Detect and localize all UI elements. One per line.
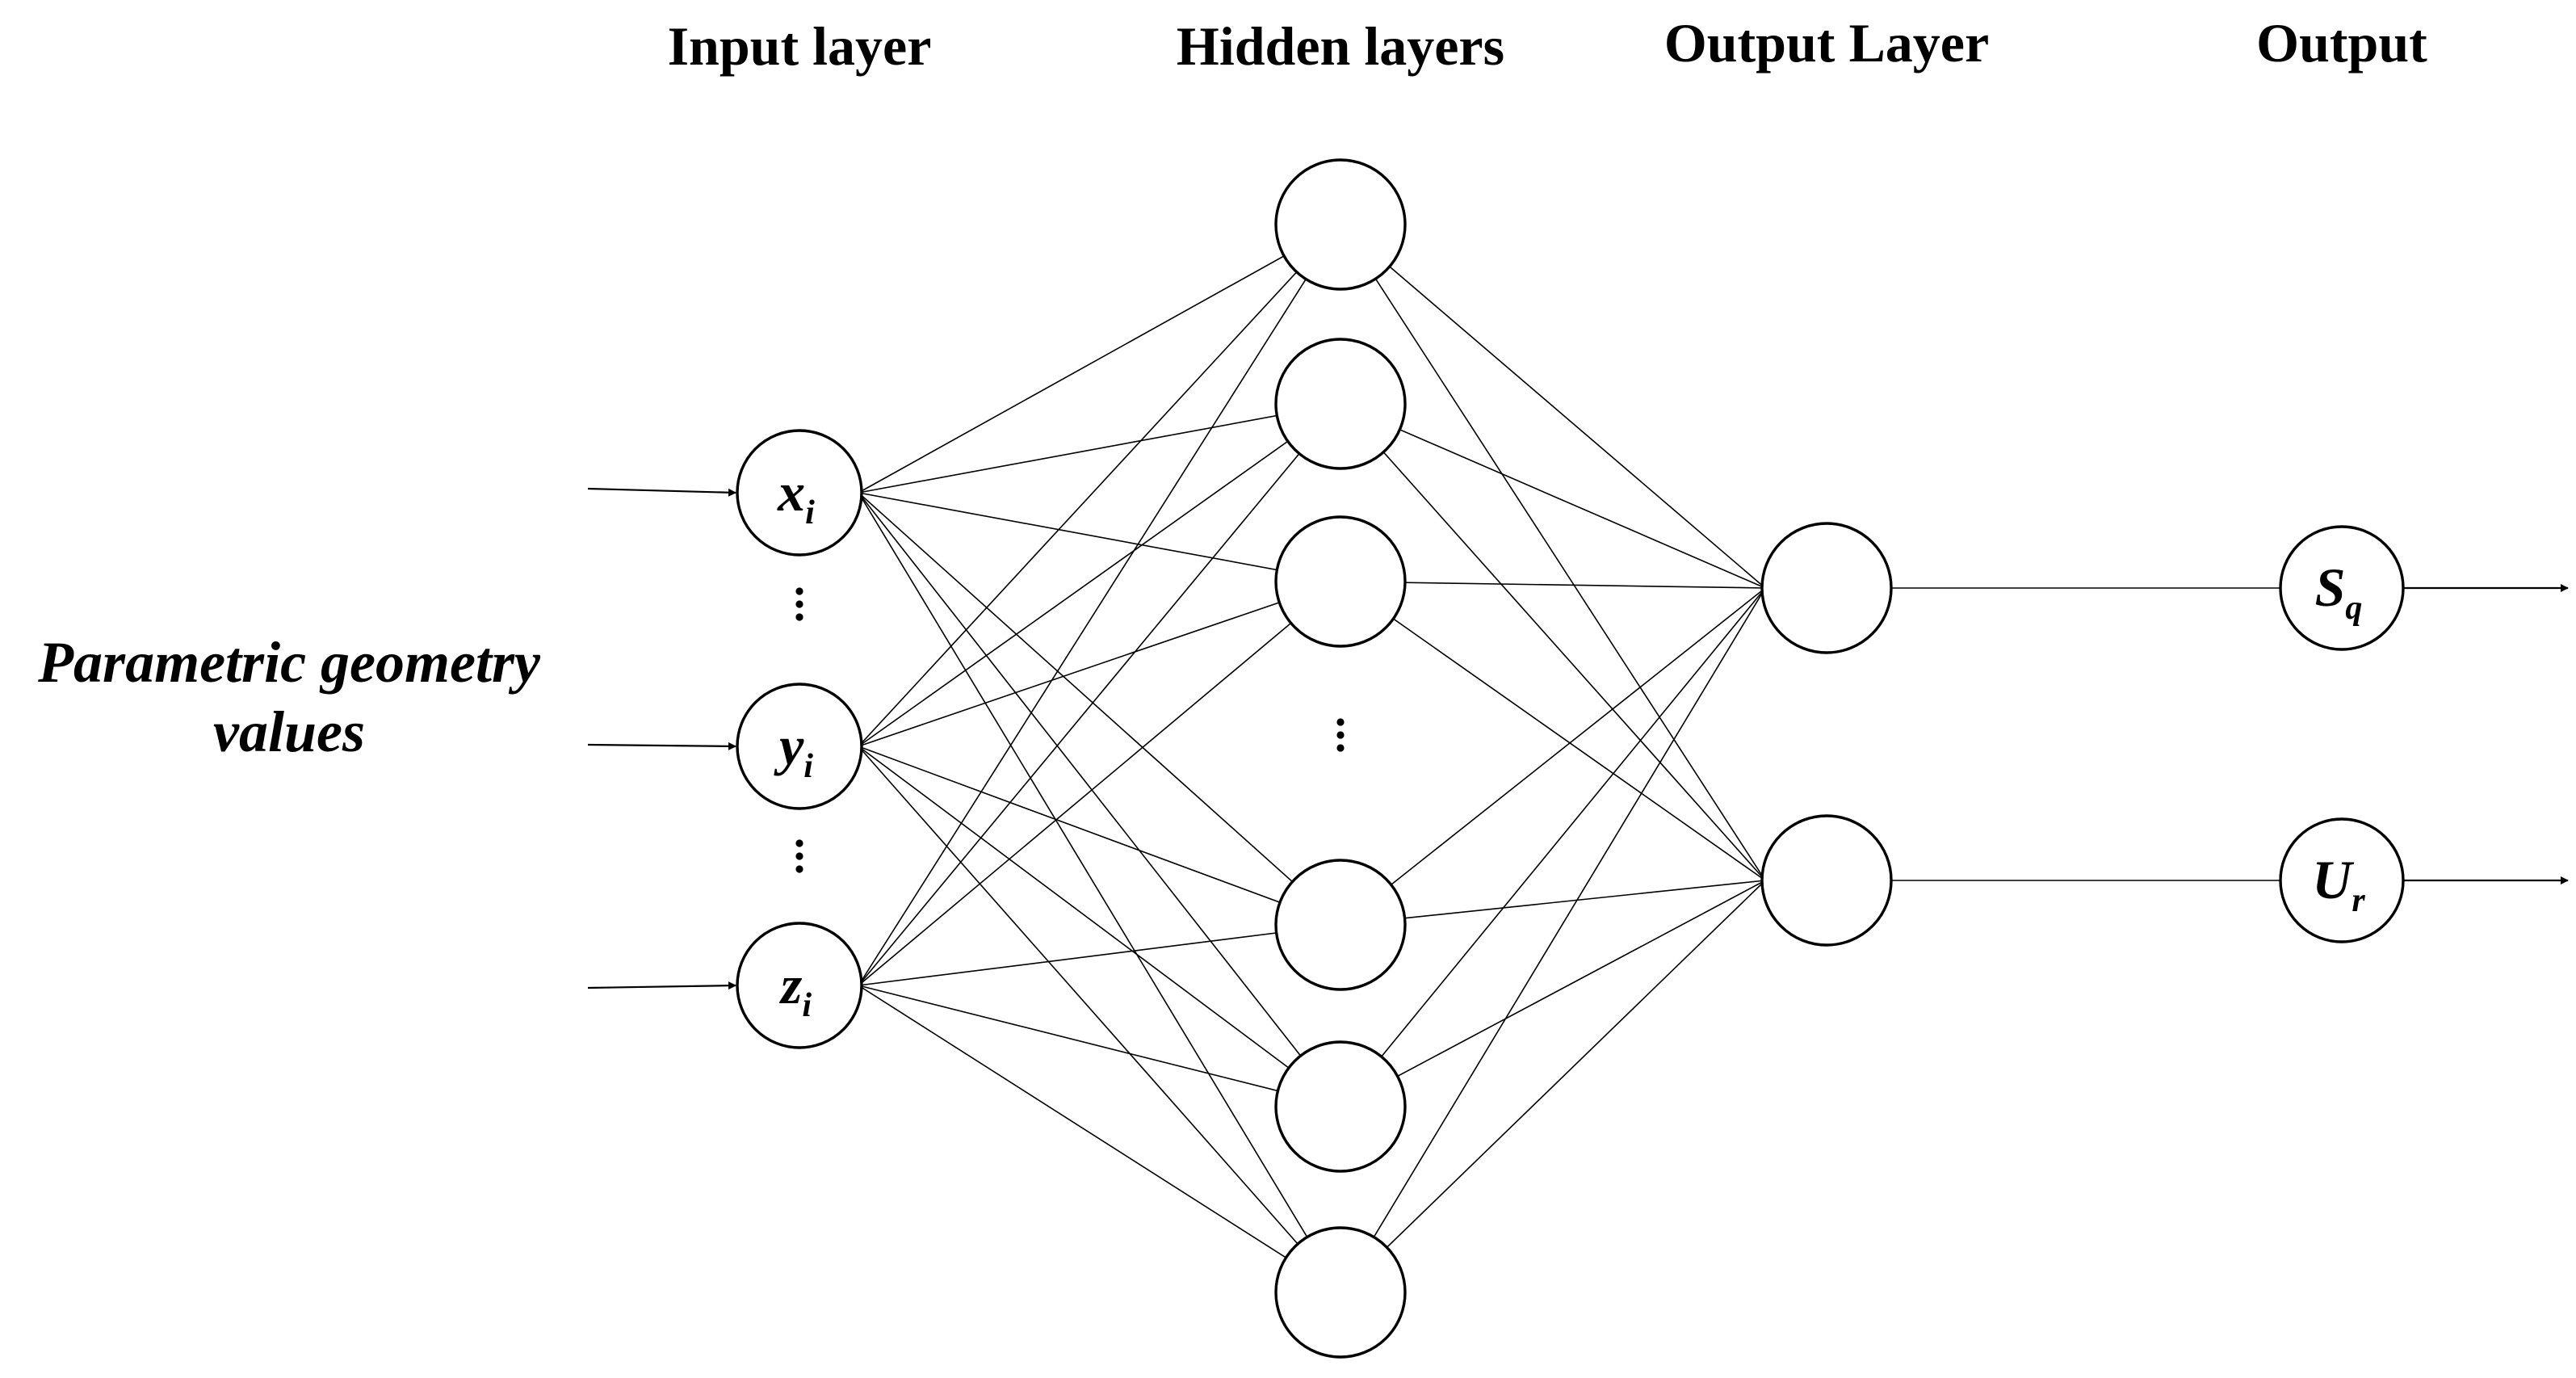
edge-input-1-hidden-3 [858, 746, 1341, 926]
output-node-U-symbol: U [2312, 849, 2355, 910]
side-label-line2: values [213, 700, 365, 764]
output-node-S: Sq [2279, 525, 2405, 651]
ellipsis-dot [1336, 731, 1345, 739]
input-node-circle [736, 429, 863, 557]
edge-input-1-hidden-4 [858, 746, 1341, 1107]
edge-hidden-2-output-layer-0 [1340, 581, 1766, 589]
hidden-node-3 [1274, 859, 1407, 991]
input-node-z-symbol: z [779, 954, 803, 1015]
ellipsis-dot [795, 613, 803, 621]
output-node-S-label: Sq [2315, 557, 2363, 627]
output-node-circle [2279, 525, 2405, 651]
hidden-node-5 [1274, 1226, 1407, 1359]
input-arrow-0 [587, 487, 736, 497]
input-node-x-symbol: x [777, 461, 805, 523]
edge-input-2-hidden-4 [858, 985, 1341, 1107]
input-node-circle [736, 683, 863, 810]
edge-hidden-3-output-layer-0 [1340, 587, 1766, 926]
title-output: Output [2256, 12, 2427, 74]
input-node-z-subscript: i [802, 987, 812, 1024]
hidden-node-4 [1274, 1040, 1407, 1173]
input-node-x-label: xi [777, 461, 815, 531]
ellipsis-dot [795, 852, 803, 860]
ellipsis-dots [795, 587, 1345, 873]
edge-hidden-4-output-layer-0 [1340, 587, 1766, 1107]
edge-input-2-hidden-3 [858, 924, 1341, 986]
ellipsis-dot [795, 600, 803, 608]
output-node-U: Ur [2279, 817, 2405, 943]
title-input-layer: Input layer [668, 15, 932, 77]
edge-input-1-hidden-2 [858, 581, 1341, 747]
arrows [587, 487, 2569, 990]
input-node-z: zi [736, 922, 863, 1049]
output-layer-node-1 [1760, 814, 1893, 947]
input-ellipsis-upper [795, 587, 803, 621]
edge-hidden-2-output-layer-1 [1340, 581, 1766, 881]
ellipsis-dot [795, 865, 803, 873]
edge-hidden-0-output-layer-0 [1340, 224, 1766, 589]
output-node-S-subscript: q [2345, 590, 2362, 627]
edge-input-2-hidden-5 [858, 985, 1341, 1293]
input-arrow-2 [587, 981, 736, 990]
edge-input-2-hidden-0 [858, 224, 1341, 986]
hidden-node-1 [1274, 338, 1407, 470]
edge-hidden-1-output-layer-1 [1340, 403, 1766, 881]
edge-input-1-hidden-5 [858, 746, 1341, 1293]
input-arrow-1 [587, 742, 736, 750]
ellipsis-dot [1336, 744, 1345, 752]
edge-hidden-5-output-layer-0 [1340, 587, 1766, 1293]
input-node-y-subscript: i [803, 748, 813, 785]
input-node-y-label: yi [774, 715, 813, 785]
edge-input-0-hidden-2 [858, 492, 1341, 582]
edge-hidden-0-output-layer-1 [1340, 224, 1766, 881]
edge-input-0-hidden-0 [858, 224, 1341, 494]
edge-input-0-hidden-3 [858, 492, 1341, 926]
ellipsis-dot [795, 587, 803, 595]
hidden-node-0 [1274, 158, 1407, 291]
edge-input-0-hidden-1 [858, 403, 1341, 494]
edge-input-2-hidden-2 [858, 581, 1341, 986]
output-node-U-subscript: r [2352, 882, 2365, 919]
ellipsis-dot [795, 839, 803, 847]
output-node-U-label: Ur [2312, 849, 2365, 919]
title-hidden-layers: Hidden layers [1177, 15, 1504, 77]
edge-hidden-3-output-layer-1 [1340, 880, 1766, 926]
connection-lines [858, 224, 2280, 1293]
edge-input-1-hidden-0 [858, 224, 1341, 747]
title-output-layer: Output Layer [1664, 12, 1989, 74]
input-node-y-symbol: y [774, 715, 804, 776]
edge-hidden-5-output-layer-1 [1340, 880, 1766, 1293]
edge-hidden-1-output-layer-0 [1340, 403, 1766, 589]
input-node-x-subscript: i [805, 494, 815, 531]
edge-input-0-hidden-5 [858, 492, 1341, 1293]
output-layer-node-0 [1760, 522, 1893, 654]
output-node-circle [2279, 817, 2405, 943]
edge-input-2-hidden-1 [858, 403, 1341, 986]
hidden-ellipsis [1336, 718, 1345, 752]
side-label-line1: Parametric geometry [37, 630, 541, 695]
hidden-node-2 [1274, 515, 1407, 648]
output-node-S-symbol: S [2315, 557, 2346, 618]
input-node-y: yi [736, 683, 863, 810]
input-node-x: xi [736, 429, 863, 557]
ellipsis-dot [1336, 718, 1345, 726]
edge-hidden-4-output-layer-1 [1340, 880, 1766, 1107]
edge-input-0-hidden-4 [858, 492, 1341, 1107]
input-node-circle [736, 922, 863, 1049]
edge-input-1-hidden-1 [858, 403, 1341, 747]
input-node-z-label: zi [779, 954, 812, 1024]
input-ellipsis-lower [795, 839, 803, 873]
